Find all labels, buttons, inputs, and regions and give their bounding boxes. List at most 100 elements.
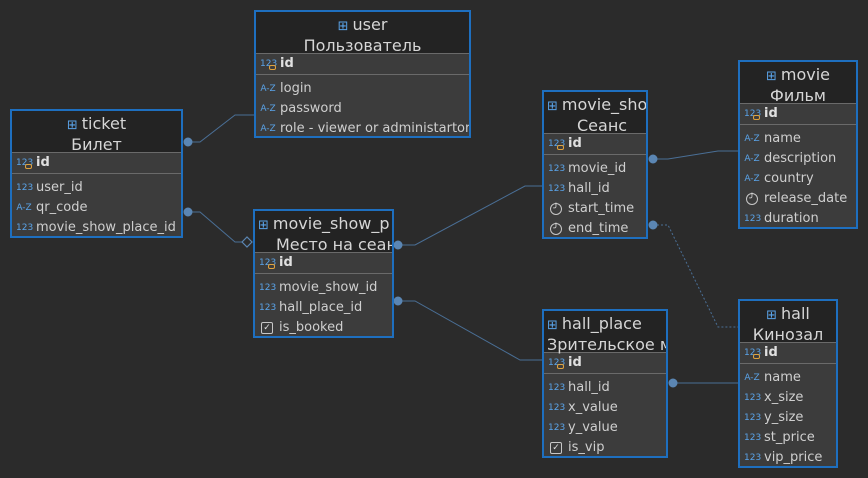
numeric-type-icon: 123	[744, 452, 762, 463]
entity-header[interactable]: ⊞movie_show_p Место на сеанс	[255, 211, 392, 254]
table-icon: ⊞	[547, 318, 558, 333]
table-icon: ⊞	[765, 69, 777, 84]
column-name: vip_price	[764, 450, 823, 465]
column-row[interactable]: ╯release_date	[740, 189, 856, 209]
text-type-icon: A-Z	[260, 123, 276, 134]
column-name: y_value	[568, 420, 618, 435]
numeric-type-icon: 123	[744, 392, 762, 403]
numeric-type-icon: 123	[548, 382, 566, 393]
link-movie-show-place-hall-place[interactable]	[398, 300, 542, 361]
column-name: end_time	[568, 221, 629, 236]
column-name: start_time	[568, 201, 635, 216]
column-name: name	[764, 131, 801, 146]
link-ticket-user[interactable]	[188, 114, 254, 143]
entity-name: hall_place	[561, 314, 642, 333]
column-name: description	[764, 151, 837, 166]
text-type-icon: A-Z	[260, 103, 276, 114]
entity-subtitle: Кинозал	[752, 325, 824, 344]
column-row[interactable]: ╯ start_time	[544, 199, 646, 219]
column-name: hall_place_id	[279, 300, 363, 315]
entity-header[interactable]: ⊞user Пользователь	[256, 12, 469, 55]
column-row[interactable]: ✓ is_booked	[255, 318, 392, 336]
column-name: user_id	[36, 180, 83, 195]
link-movie-show-place-movie-show[interactable]	[398, 185, 542, 246]
numeric-type-icon: 123	[548, 422, 566, 433]
link-ticket-movie-show-place[interactable]	[188, 211, 247, 243]
entity-subtitle: Фильм	[770, 86, 826, 105]
entity-header[interactable]: ⊞movie_sho Сеанс	[544, 92, 646, 135]
entity-header[interactable]: ⊞ticket Билет	[12, 111, 181, 154]
entity-name: hall	[781, 304, 810, 323]
numeric-key-icon: 123	[744, 347, 762, 359]
table-icon: ⊞	[766, 308, 778, 323]
column-row[interactable]: A-Z role - viewer or administartor	[256, 119, 471, 136]
column-name: x_size	[764, 390, 804, 405]
column-name: id	[764, 345, 778, 360]
numeric-type-icon: 123	[16, 222, 34, 233]
column-row[interactable]: ╯end_time	[544, 219, 646, 237]
column-name: login	[280, 81, 312, 96]
checkbox-icon: ✓	[261, 321, 273, 334]
entity-header[interactable]: ⊞hall_place Зрительское м	[544, 311, 668, 354]
entity-header[interactable]: ⊞hall Кинозал	[740, 301, 836, 344]
column-row[interactable]: ✓is_vip	[544, 438, 666, 456]
link-movie-show-movie[interactable]	[653, 150, 738, 160]
column-name: movie_show_place_id	[36, 220, 176, 235]
link-endpoint-dot	[668, 378, 678, 388]
column-name: st_price	[764, 430, 815, 445]
entity-header[interactable]: ⊞movie Фильм	[740, 62, 856, 105]
numeric-type-icon: 123	[548, 163, 566, 174]
column-name: is_booked	[279, 320, 344, 335]
clock-icon: ╯	[550, 202, 562, 215]
entity-subtitle: Зрительское м	[547, 335, 668, 354]
column-name: id	[568, 136, 582, 151]
link-endpoint-dot	[648, 220, 658, 230]
text-type-icon: A-Z	[744, 173, 760, 184]
column-name: id	[279, 255, 293, 270]
entity-name: user	[352, 15, 388, 34]
entity-subtitle: Билет	[71, 135, 122, 154]
numeric-type-icon: 123	[259, 282, 277, 293]
column-name: role - viewer or administartor	[280, 121, 471, 136]
checkbox-icon: ✓	[550, 441, 562, 454]
numeric-type-icon: 123	[16, 182, 34, 193]
column-name: id	[764, 106, 778, 121]
numeric-type-icon: 123	[744, 213, 762, 224]
